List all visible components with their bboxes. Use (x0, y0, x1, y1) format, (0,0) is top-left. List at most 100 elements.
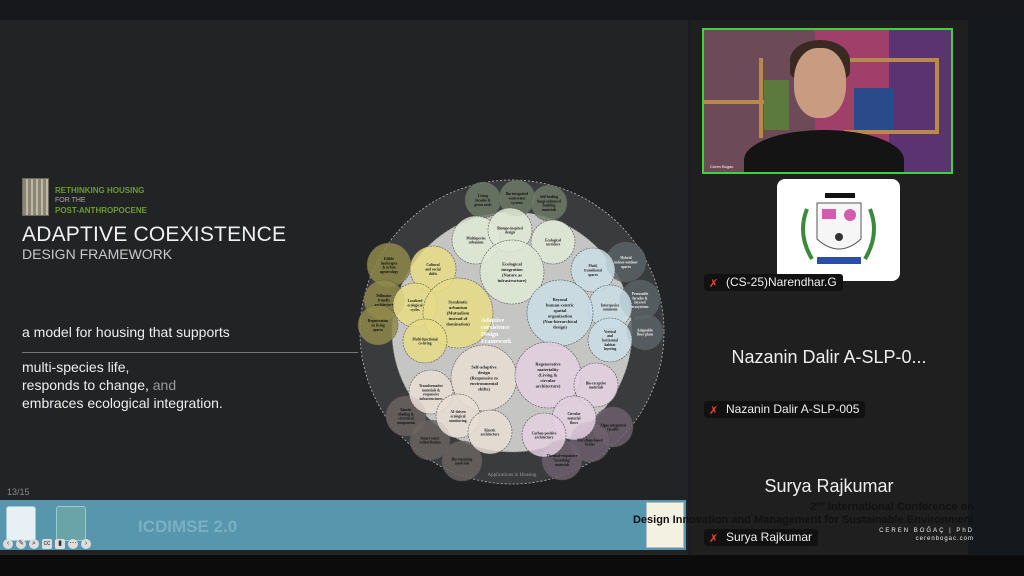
participant-name: (CS-25)Narendhar.G (726, 275, 837, 289)
diagram-bubble (605, 241, 647, 283)
participant-name-tag-2: ✗ Nazanin Dalir A-SLP-005 (704, 401, 866, 418)
mic-muted-icon: ✗ (709, 278, 719, 290)
ordinal-suffix: nd (816, 501, 825, 508)
more-icon[interactable]: ⋯ (68, 539, 78, 549)
participant-placeholder-name-2: Nazanin Dalir A-SLP-0... (731, 347, 927, 367)
conf-line-2: Design Innovation and Management for Sus… (632, 514, 974, 526)
conference-acronym: ICDIMSE 2.0 (138, 517, 238, 536)
page-number: 13/15 (7, 487, 30, 497)
center-label-1: Adaptive (481, 318, 505, 324)
center-label-2: coexistence (481, 325, 510, 331)
participant-name: Nazanin Dalir A-SLP-005 (726, 402, 860, 416)
diagram-footer: Applications in Housing (488, 473, 537, 478)
right-edge (968, 20, 1024, 555)
next-icon[interactable]: › (81, 539, 91, 549)
slide-subtitle: DESIGN FRAMEWORK (22, 246, 173, 262)
institute-logo (646, 502, 684, 548)
pen-icon[interactable]: ✎ (16, 539, 26, 549)
conference-banner (0, 500, 686, 550)
tagline-3: POST-ANTHROPOCENE (55, 206, 148, 215)
diagram-bubble (587, 317, 633, 363)
university-seal-1 (6, 506, 36, 541)
tagline-1: RETHINKING HOUSING (55, 186, 145, 195)
bullet-2-text: responds to change, (22, 377, 149, 393)
bullet-2-and: and (148, 377, 177, 393)
speaker-name-label: Ceren Bogac (710, 164, 734, 169)
diagram-bubble (402, 318, 448, 364)
diagram-bubble (573, 362, 619, 408)
conf-line-1: International Conference on (824, 501, 974, 513)
speaker-video-tile[interactable]: Ceren Bogac (702, 28, 953, 174)
diagram-bubble (409, 419, 451, 461)
diagram-bubble (441, 440, 483, 482)
captions-icon[interactable]: cc (42, 539, 52, 549)
diagram-bubble (570, 247, 616, 293)
building-icon (22, 178, 49, 216)
mic-muted-icon: ✗ (709, 405, 719, 417)
diagram-bubble (479, 239, 545, 305)
diagram-bubble (530, 219, 576, 265)
diagram-bubble (357, 304, 399, 346)
lead-text: a model for housing that supports (22, 324, 230, 340)
slide-title: ADAPTIVE COEXISTENCE (22, 223, 287, 246)
divider (22, 352, 358, 353)
center-label-4: Framework (481, 339, 512, 345)
tagline-2: FOR THE (55, 197, 86, 204)
brand: CEREN BOĞAÇ | PhD (879, 528, 974, 534)
housing-logo: RETHINKING HOUSING FOR THE POST-ANTHROPO… (22, 178, 147, 216)
center-label-3: Design (481, 332, 499, 338)
participant-name-tag-3: ✗ Surya Rajkumar (704, 529, 819, 546)
bullet-2: responds to change, and (22, 377, 176, 393)
top-bar (0, 0, 1024, 20)
mic-muted-icon: ✗ (709, 533, 719, 545)
university-seal-2 (56, 506, 86, 541)
camera-icon[interactable]: ▮ (55, 539, 65, 549)
conference-title: 2nd International Conference on Design I… (633, 501, 974, 543)
bottom-bar (0, 555, 1024, 576)
previous-icon[interactable]: ‹ (3, 539, 13, 549)
participant-name: Surya Rajkumar (726, 530, 813, 544)
participant-name-tag-1: ✗ (CS-25)Narendhar.G (704, 274, 843, 291)
diagram-bubble-label: Thermal-responsive"breathing"materials (547, 454, 578, 467)
ordinal: 2 (810, 501, 817, 513)
diagram-bubble (467, 409, 513, 455)
bullet-3: embraces ecological integration. (22, 395, 223, 411)
diagram-bubble (521, 412, 567, 458)
diagram-bubble (626, 313, 664, 351)
participant-placeholder-name-3: Surya Rajkumar (764, 476, 894, 496)
zoom-icon[interactable]: ⌕ (29, 539, 39, 549)
participant-avatar-logo (777, 179, 900, 281)
